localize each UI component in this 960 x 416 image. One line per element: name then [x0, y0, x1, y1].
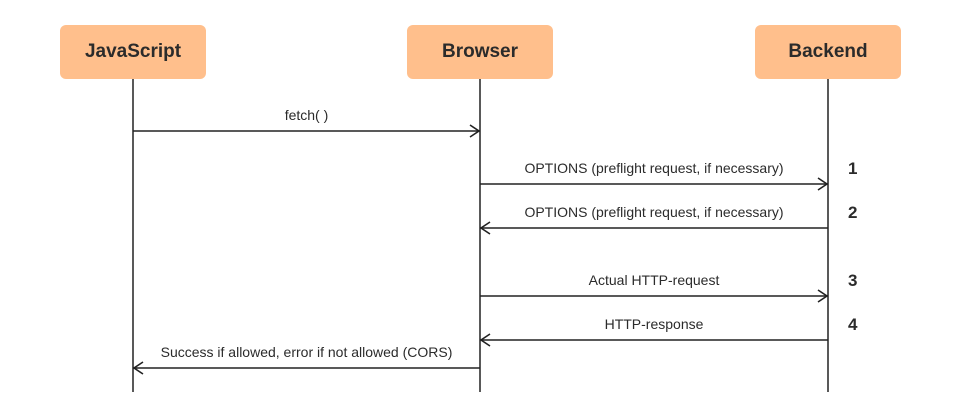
step-number: 3 — [848, 271, 857, 290]
step-number: 1 — [848, 159, 857, 178]
actor-backend: Backend — [755, 25, 901, 79]
step-number: 2 — [848, 203, 857, 222]
step-number: 4 — [848, 315, 858, 334]
arrowhead-icon — [817, 289, 829, 303]
message-label: HTTP-response — [605, 316, 704, 332]
actor-javascript: JavaScript — [60, 25, 206, 79]
message-label: OPTIONS (preflight request, if necessary… — [524, 160, 783, 176]
message-label: Success if allowed, error if not allowed… — [161, 344, 453, 360]
message-label: fetch( ) — [285, 107, 329, 123]
arrowhead-icon — [817, 177, 829, 191]
message-label: OPTIONS (preflight request, if necessary… — [524, 204, 783, 220]
arrowhead-icon — [479, 221, 491, 235]
arrowhead-icon — [469, 124, 481, 138]
actor-browser: Browser — [407, 25, 553, 79]
arrowhead-icon — [479, 333, 491, 347]
message-label: Actual HTTP-request — [589, 272, 720, 288]
arrowhead-icon — [132, 361, 144, 375]
